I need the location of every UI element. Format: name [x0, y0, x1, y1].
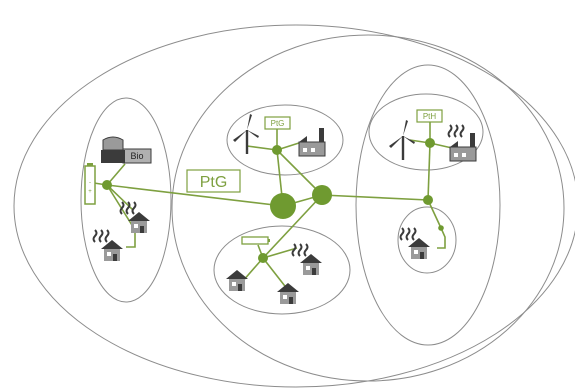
- residential-cluster-region: [213, 225, 351, 315]
- pth-residential-node: [438, 225, 444, 231]
- secondary-hub-node: [312, 185, 332, 205]
- pth-hub-node: [423, 195, 433, 205]
- house-heat-icon: [121, 202, 151, 233]
- battery-icon: - +: [84, 163, 96, 205]
- ptg-large-text: PtG: [200, 174, 228, 191]
- bio-text: Bio: [130, 151, 143, 161]
- outer-region: [13, 24, 575, 388]
- main-hub-node: [270, 193, 296, 219]
- pth-region: [355, 64, 501, 346]
- pth-cluster-node: [425, 138, 435, 148]
- house-heat-icon: [94, 230, 124, 261]
- wind-cluster-node: [272, 145, 282, 155]
- biogas-plant-icon: Bio: [101, 136, 152, 164]
- central-region: [171, 34, 565, 382]
- pth-label: PtH: [416, 109, 443, 123]
- residential-cluster-node: [258, 253, 268, 263]
- svg-text:+: +: [88, 189, 92, 195]
- wind-industry-cluster-region: [226, 104, 344, 176]
- bio-hub-node: [102, 180, 112, 190]
- bio-cluster-region: [80, 97, 172, 303]
- pth-text: PtH: [423, 112, 437, 121]
- factory-heat-icon: [449, 125, 477, 161]
- svg-text:-: -: [89, 180, 91, 186]
- house-icon: [277, 283, 299, 304]
- battery-icon: [241, 236, 270, 245]
- ptg-small-label: PtG: [264, 116, 291, 130]
- ptg-large-label: PtG: [186, 169, 241, 193]
- ptg-small-text: PtG: [271, 119, 285, 128]
- pth-residential-cluster-region: [397, 206, 457, 274]
- house-icon: [226, 270, 248, 291]
- house-heat-icon: [401, 228, 431, 259]
- factory-icon: [298, 127, 326, 157]
- pth-wind-industry-cluster-region: [368, 93, 484, 171]
